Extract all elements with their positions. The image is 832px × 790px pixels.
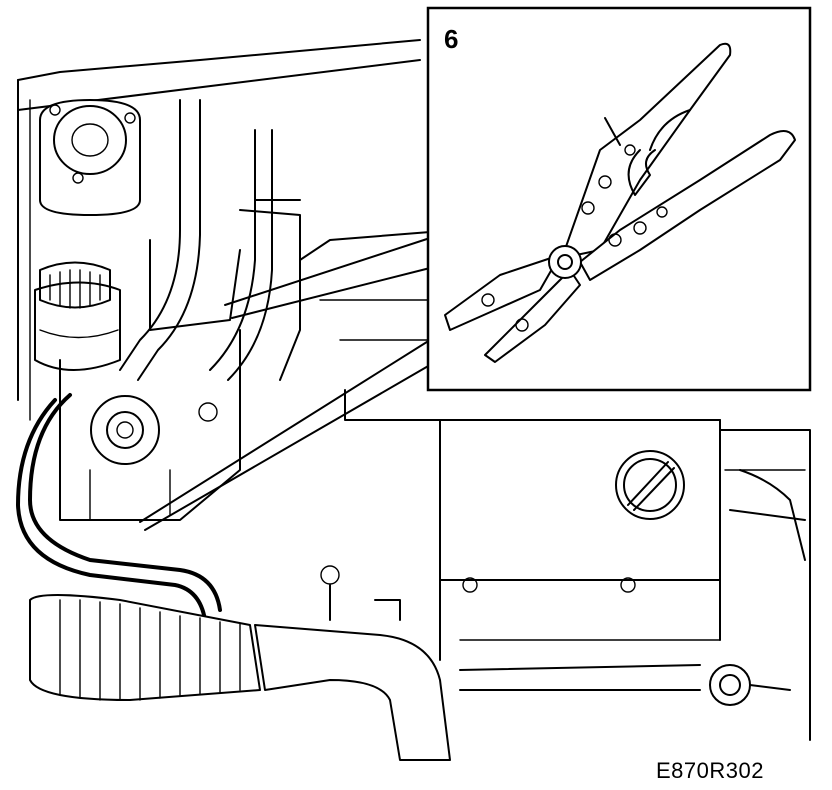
hoses — [16, 99, 301, 622]
engine-cover — [462, 450, 806, 593]
inset-number: 6 — [444, 24, 459, 54]
lower-pipes — [320, 565, 791, 706]
figure-reference-code: E870R302 — [656, 758, 764, 783]
corrugated-hose — [29, 594, 451, 761]
strut-mount — [39, 99, 141, 216]
hose-clamp-pliers — [444, 42, 796, 363]
pump-body — [59, 239, 241, 521]
reservoir-cap — [34, 261, 121, 371]
leader-lines — [139, 237, 431, 531]
